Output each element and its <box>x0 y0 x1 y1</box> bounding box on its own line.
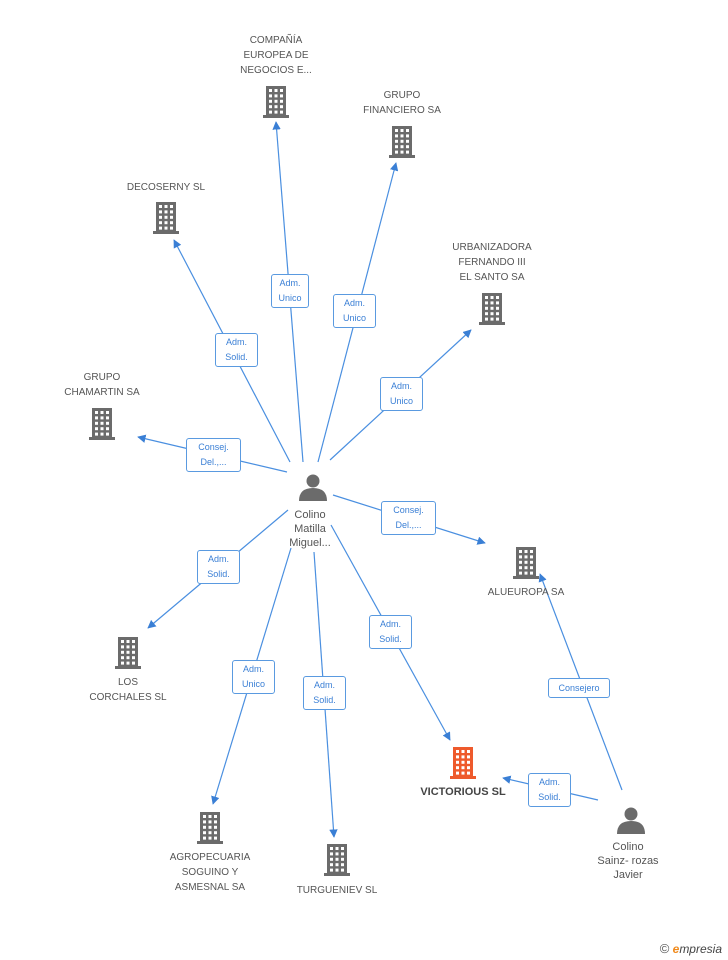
relation-label-alueuropa[interactable]: Consej. Del.,... <box>381 501 436 535</box>
relation-label-grupo_fin[interactable]: Adm. Unico <box>333 294 376 328</box>
node-label-compania[interactable]: COMPAÑÍA EUROPEA DE NEGOCIOS E... <box>240 35 312 76</box>
person-icon-colino_miguel[interactable] <box>299 474 327 502</box>
building-icon-turgueniev[interactable] <box>324 844 350 876</box>
relation-label-turgueniev[interactable]: Adm. Solid. <box>303 676 346 710</box>
relation-label-agropecuaria[interactable]: Adm. Unico <box>232 660 275 694</box>
building-icon-agropecuaria[interactable] <box>197 812 223 844</box>
building-icon-chamartin[interactable] <box>89 408 115 440</box>
building-icon-alueuropa[interactable] <box>513 547 539 579</box>
relation-label-victorious[interactable]: Adm. Solid. <box>369 615 412 649</box>
building-icon-grupo_fin[interactable] <box>389 126 415 158</box>
building-icon-compania[interactable] <box>263 86 289 118</box>
relation-label-chamartin[interactable]: Consej. Del.,... <box>186 438 241 472</box>
building-icon-urbanizadora[interactable] <box>479 293 505 325</box>
relation-label-victorious[interactable]: Adm. Solid. <box>528 773 571 807</box>
relation-label-alueuropa[interactable]: Consejero <box>548 678 610 698</box>
node-label-victorious[interactable]: VICTORIOUS SL <box>420 786 506 798</box>
empresia-brand[interactable]: © empresia <box>660 941 722 956</box>
building-icon-decoserny[interactable] <box>153 202 179 234</box>
person-icon-colino_javier[interactable] <box>617 807 645 835</box>
relation-label-compania[interactable]: Adm. Unico <box>271 274 309 308</box>
brand-logo-text: mpresia <box>679 942 722 956</box>
relation-label-corchales[interactable]: Adm. Solid. <box>197 550 240 584</box>
node-label-chamartin[interactable]: GRUPO CHAMARTIN SA <box>64 372 140 398</box>
node-label-urbanizadora[interactable]: URBANIZADORA FERNANDO III EL SANTO SA <box>452 242 532 283</box>
node-label-alueuropa[interactable]: ALUEUROPA SA <box>487 587 565 598</box>
node-label-colino_miguel[interactable]: Colino Matilla Miguel... <box>289 509 331 549</box>
relation-label-decoserny[interactable]: Adm. Solid. <box>215 333 258 367</box>
relation-label-urbanizadora[interactable]: Adm. Unico <box>380 377 423 411</box>
node-label-corchales[interactable]: LOS CORCHALES SL <box>89 677 167 703</box>
node-label-decoserny[interactable]: DECOSERNY SL <box>126 182 206 193</box>
brand-logo-e: e <box>672 942 680 956</box>
node-label-grupo_fin[interactable]: GRUPO FINANCIERO SA <box>363 90 441 116</box>
copyright-icon: © <box>659 941 670 956</box>
node-label-colino_javier[interactable]: Colino Sainz- rozas Javier <box>597 841 659 881</box>
building-icon-victorious[interactable] <box>450 747 476 779</box>
node-label-agropecuaria[interactable]: AGROPECUARIA SOGUINO Y ASMESNAL SA <box>169 852 251 893</box>
building-icon-corchales[interactable] <box>115 637 141 669</box>
node-label-turgueniev[interactable]: TURGUENIEV SL <box>296 885 378 896</box>
